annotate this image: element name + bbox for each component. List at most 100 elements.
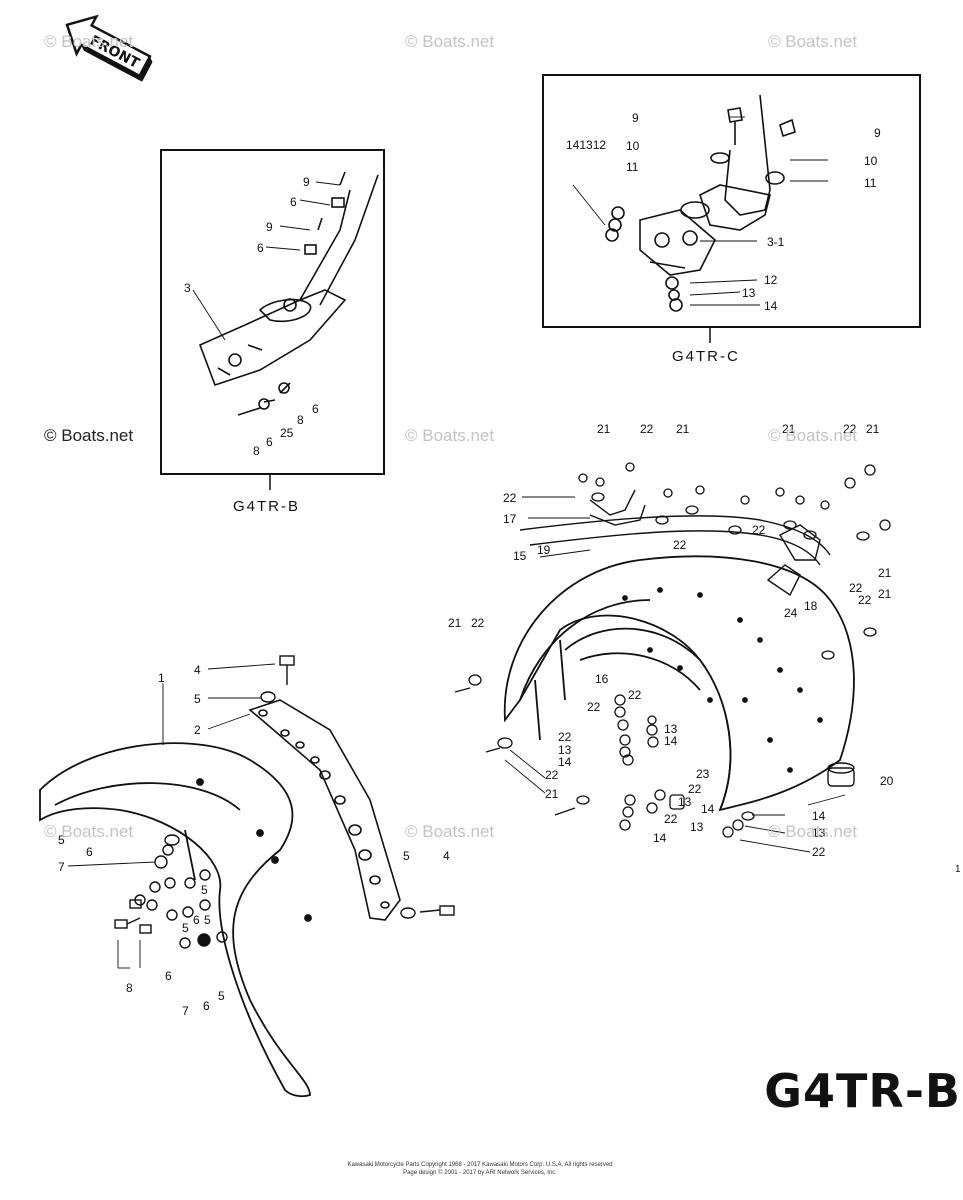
svg-text:6: 6 (86, 845, 93, 859)
watermark-low-right: © Boats.net (768, 822, 858, 841)
svg-text:22: 22 (752, 523, 766, 537)
svg-text:3-1: 3-1 (767, 235, 785, 249)
inset-caption-b: G4TR-B (233, 498, 301, 515)
svg-text:6: 6 (266, 435, 273, 449)
leader-lines (67, 116, 846, 969)
svg-text:16: 16 (595, 672, 609, 686)
svg-text:13: 13 (558, 743, 572, 757)
page-number: 1 (955, 864, 961, 875)
svg-text:8: 8 (126, 981, 133, 995)
svg-text:21: 21 (878, 587, 892, 601)
svg-text:5: 5 (204, 913, 211, 927)
svg-text:9: 9 (874, 126, 881, 140)
svg-text:13: 13 (678, 795, 692, 809)
svg-text:22: 22 (664, 812, 678, 826)
svg-text:14: 14 (701, 802, 715, 816)
svg-text:11: 11 (626, 160, 639, 174)
svg-text:21: 21 (597, 422, 611, 436)
svg-text:21: 21 (866, 422, 880, 436)
watermark-top-center: © Boats.net (405, 32, 495, 51)
svg-text:14: 14 (812, 809, 826, 823)
svg-text:6: 6 (290, 195, 297, 209)
svg-text:1: 1 (158, 671, 165, 685)
svg-text:9: 9 (632, 111, 639, 125)
svg-text:21: 21 (545, 787, 559, 801)
svg-text:22: 22 (640, 422, 654, 436)
svg-text:9: 9 (266, 220, 273, 234)
svg-text:8: 8 (297, 413, 304, 427)
svg-text:5: 5 (182, 921, 189, 935)
svg-text:6: 6 (203, 999, 210, 1013)
copyright-line-2: Page design © 2001 - 2017 by ARI Network… (403, 1170, 557, 1176)
svg-text:21: 21 (676, 422, 690, 436)
svg-text:13: 13 (742, 286, 756, 300)
svg-text:22: 22 (471, 616, 485, 630)
inset-caption-c: G4TR-C (672, 348, 740, 365)
svg-text:7: 7 (58, 860, 65, 874)
svg-text:3: 3 (184, 281, 191, 295)
svg-text:5: 5 (58, 833, 65, 847)
svg-text:14: 14 (558, 755, 572, 769)
svg-text:22: 22 (688, 782, 702, 796)
svg-text:20: 20 (880, 774, 894, 788)
svg-text:22: 22 (545, 768, 559, 782)
svg-text:13: 13 (664, 722, 678, 736)
watermark-top-right: © Boats.net (768, 32, 858, 51)
svg-text:21: 21 (448, 616, 462, 630)
svg-text:19: 19 (537, 543, 551, 557)
svg-text:15: 15 (513, 549, 527, 563)
svg-text:17: 17 (503, 512, 517, 526)
svg-text:14: 14 (653, 831, 667, 845)
watermark-mid-center: © Boats.net (405, 426, 495, 445)
svg-text:22: 22 (849, 581, 863, 595)
fender-stay (248, 699, 401, 921)
svg-text:10: 10 (626, 139, 640, 153)
svg-text:8: 8 (253, 444, 260, 458)
svg-text:23: 23 (696, 767, 710, 781)
svg-text:6: 6 (312, 402, 319, 416)
front-hardware (114, 655, 455, 949)
svg-text:6: 6 (257, 241, 264, 255)
front-fender (39, 742, 312, 1098)
svg-text:10: 10 (864, 154, 878, 168)
svg-text:11: 11 (864, 176, 877, 190)
svg-text:4: 4 (194, 663, 201, 677)
watermark-low-center: © Boats.net (405, 822, 495, 841)
svg-text:9: 9 (303, 175, 310, 189)
svg-text:22: 22 (858, 593, 872, 607)
svg-text:21: 21 (878, 566, 892, 580)
svg-text:22: 22 (503, 491, 517, 505)
svg-text:5: 5 (403, 849, 410, 863)
svg-text:22: 22 (558, 730, 572, 744)
svg-text:5: 5 (218, 989, 225, 1003)
svg-text:14: 14 (664, 734, 678, 748)
svg-text:5: 5 (194, 692, 201, 706)
svg-text:13: 13 (812, 826, 826, 840)
svg-text:6: 6 (193, 913, 200, 927)
svg-text:141312: 141312 (566, 138, 606, 152)
svg-text:14: 14 (764, 299, 778, 313)
copyright-line-1: Kawasaki Motorcycle Parts Copyright 1968… (347, 1162, 613, 1168)
svg-text:12: 12 (764, 273, 778, 287)
svg-text:5: 5 (201, 883, 208, 897)
rear-hardware (454, 462, 891, 838)
svg-text:22: 22 (628, 688, 642, 702)
svg-text:22: 22 (673, 538, 687, 552)
watermark-mid-left: © Boats.net (44, 426, 134, 445)
svg-text:6: 6 (165, 969, 172, 983)
svg-text:2: 2 (194, 723, 201, 737)
watermark-mid-right: © Boats.net (768, 426, 858, 445)
watermark-low-left: © Boats.net (44, 822, 134, 841)
svg-text:24: 24 (784, 606, 798, 620)
inset-frame-c (542, 74, 921, 328)
fork-bracket-b (198, 171, 379, 416)
svg-text:4: 4 (443, 849, 450, 863)
svg-text:13: 13 (690, 820, 704, 834)
svg-text:22: 22 (587, 700, 601, 714)
svg-text:22: 22 (843, 422, 857, 436)
svg-text:22: 22 (812, 845, 826, 859)
svg-text:25: 25 (280, 426, 294, 440)
model-code: G4TR-B (764, 1064, 961, 1118)
